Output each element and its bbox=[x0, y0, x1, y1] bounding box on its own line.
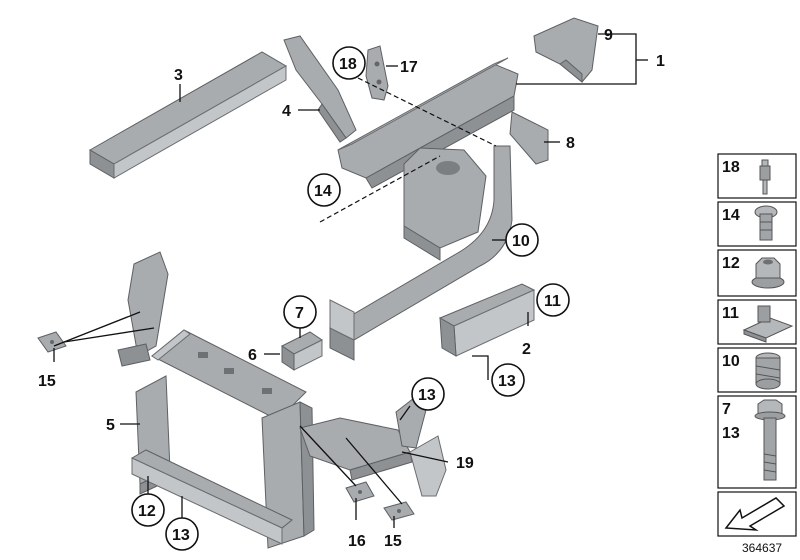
svg-text:13: 13 bbox=[722, 425, 740, 442]
part-15-plate-bottom bbox=[383, 501, 415, 521]
part-16-plate bbox=[345, 481, 375, 503]
svg-text:18: 18 bbox=[722, 159, 740, 176]
svg-text:11: 11 bbox=[722, 305, 739, 322]
callout-19: 19 bbox=[456, 455, 474, 472]
rivet-icon bbox=[759, 159, 771, 195]
callout-14: 14 bbox=[314, 183, 332, 200]
part-17-plate bbox=[365, 45, 389, 101]
part-1-housing bbox=[403, 147, 487, 261]
part-4-bracket bbox=[283, 35, 357, 143]
legend-item-11: 11 bbox=[717, 299, 797, 345]
callout-18: 18 bbox=[339, 56, 357, 73]
legend-item-10: 10 bbox=[717, 347, 797, 393]
hex-nut-icon bbox=[751, 257, 785, 289]
direction-arrow-box bbox=[717, 491, 797, 537]
callout-13-bottom: 13 bbox=[172, 527, 190, 544]
callout-4: 4 bbox=[282, 103, 291, 120]
callout-rings bbox=[131, 46, 570, 551]
svg-text:7: 7 bbox=[722, 401, 731, 418]
svg-text:10: 10 bbox=[722, 353, 740, 370]
svg-text:12: 12 bbox=[722, 255, 740, 272]
callout-17: 17 bbox=[400, 59, 418, 76]
part-6-block bbox=[281, 331, 323, 371]
legend-item-12: 12 bbox=[717, 249, 797, 297]
legend-item-7-13: 7 13 bbox=[717, 395, 797, 489]
callout-16: 16 bbox=[348, 533, 366, 550]
threaded-insert-icon bbox=[755, 352, 781, 390]
part-3-rail bbox=[88, 51, 288, 179]
part-15-plate-left bbox=[37, 331, 67, 353]
diagram-id: 364637 bbox=[742, 541, 782, 555]
callout-10: 10 bbox=[512, 233, 530, 250]
legend-item-14: 14 bbox=[717, 201, 797, 247]
part-8-flap bbox=[509, 111, 549, 165]
leader-lines bbox=[53, 33, 648, 528]
clip-nut-icon bbox=[742, 305, 794, 343]
hex-bolt-icon bbox=[754, 399, 786, 481]
part-9-bracket bbox=[533, 17, 599, 84]
callout-6: 6 bbox=[248, 347, 257, 364]
callout-13-upper: 13 bbox=[418, 387, 436, 404]
callout-8: 8 bbox=[566, 135, 575, 152]
part-5-radiator-support bbox=[130, 329, 315, 549]
part-1-upper-rail bbox=[337, 57, 519, 189]
callout-15-left: 15 bbox=[38, 373, 56, 390]
fastener-legend: 18 14 12 bbox=[717, 153, 797, 537]
callout-13-right: 13 bbox=[498, 373, 516, 390]
legend-item-18: 18 bbox=[717, 153, 797, 199]
callout-11: 11 bbox=[544, 293, 561, 310]
callout-15-bottom: 15 bbox=[384, 533, 402, 550]
callout-7: 7 bbox=[295, 305, 304, 322]
callout-9: 9 bbox=[604, 27, 613, 44]
expanding-rivet-icon bbox=[754, 205, 778, 241]
callout-1: 1 bbox=[656, 53, 665, 70]
callout-3: 3 bbox=[174, 67, 183, 84]
callout-5: 5 bbox=[106, 417, 115, 434]
part-19-bracket bbox=[299, 397, 447, 497]
callout-12: 12 bbox=[138, 503, 156, 520]
svg-text:14: 14 bbox=[722, 207, 740, 224]
part-2-box-section bbox=[438, 283, 536, 357]
arrow-icon bbox=[724, 497, 786, 531]
callout-2: 2 bbox=[522, 341, 531, 358]
